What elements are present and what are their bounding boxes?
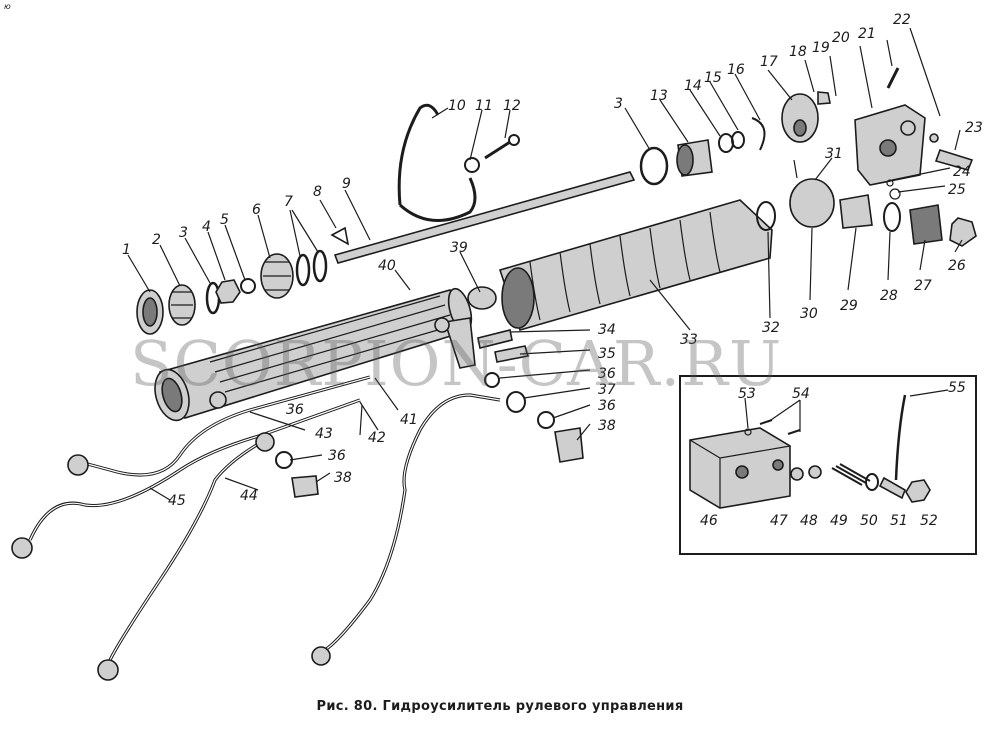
label-9: 9 xyxy=(342,176,351,192)
label-18: 18 xyxy=(789,44,807,60)
label-1: 1 xyxy=(122,242,131,258)
label-29: 29 xyxy=(840,298,858,314)
label-26: 26 xyxy=(948,258,966,274)
piston-rod xyxy=(333,171,636,264)
label-34: 34 xyxy=(598,322,616,338)
label-40: 40 xyxy=(378,258,396,274)
cylinder-body xyxy=(154,287,476,422)
label-38a: 38 xyxy=(598,418,616,434)
label-24: 24 xyxy=(953,164,971,180)
label-21: 21 xyxy=(858,26,876,42)
label-50: 50 xyxy=(860,513,878,529)
label-28: 28 xyxy=(880,288,898,304)
label-30: 30 xyxy=(800,306,818,322)
label-44: 44 xyxy=(240,488,258,504)
figure-caption: Рис. 80. Гидроусилитель рулевого управле… xyxy=(316,699,684,714)
label-19: 19 xyxy=(812,40,830,56)
part-labels: 1 2 3 4 5 6 7 8 9 10 11 12 3 13 14 15 16… xyxy=(122,12,983,529)
label-11: 11 xyxy=(475,98,493,114)
dust-boot xyxy=(467,159,977,331)
label-27: 27 xyxy=(914,278,932,294)
label-53: 53 xyxy=(738,386,756,402)
label-5: 5 xyxy=(220,212,229,228)
valve-block-inset xyxy=(679,375,977,555)
label-16: 16 xyxy=(727,62,745,78)
label-4: 4 xyxy=(202,219,211,235)
label-10: 10 xyxy=(448,98,466,114)
corner-mark: ю xyxy=(4,2,11,11)
label-20: 20 xyxy=(832,30,850,46)
label-35: 35 xyxy=(598,346,616,362)
label-31: 31 xyxy=(825,146,843,162)
pipes xyxy=(11,375,501,681)
valve-parts xyxy=(639,67,974,200)
label-36d: 36 xyxy=(286,402,304,418)
label-33: 33 xyxy=(680,332,698,348)
label-45: 45 xyxy=(168,493,186,509)
label-7: 7 xyxy=(284,194,293,210)
label-36a: 36 xyxy=(598,366,616,382)
leader-lines xyxy=(127,27,963,501)
label-15: 15 xyxy=(704,70,722,86)
label-36c: 36 xyxy=(328,448,346,464)
label-42: 42 xyxy=(368,430,386,446)
label-12: 12 xyxy=(503,98,521,114)
label-36b: 36 xyxy=(598,398,616,414)
label-8: 8 xyxy=(313,184,322,200)
label-49: 49 xyxy=(830,513,848,529)
end-parts xyxy=(136,226,350,335)
label-17: 17 xyxy=(760,54,778,70)
label-23: 23 xyxy=(965,120,983,136)
label-25: 25 xyxy=(948,182,966,198)
fittings xyxy=(275,329,584,498)
label-37: 37 xyxy=(598,382,616,398)
label-14: 14 xyxy=(684,78,702,94)
label-46: 46 xyxy=(700,513,718,529)
label-13: 13 xyxy=(650,88,668,104)
label-54: 54 xyxy=(792,386,810,402)
label-6: 6 xyxy=(252,202,261,218)
label-32: 32 xyxy=(762,320,780,336)
clamp xyxy=(397,103,520,222)
label-38b: 38 xyxy=(334,470,352,486)
label-48: 48 xyxy=(800,513,818,529)
label-39: 39 xyxy=(450,240,468,256)
label-41: 41 xyxy=(400,412,418,428)
label-3b: 3 xyxy=(614,96,623,112)
label-55: 55 xyxy=(948,380,966,396)
label-22: 22 xyxy=(893,12,911,28)
label-43: 43 xyxy=(315,426,333,442)
label-2: 2 xyxy=(152,232,161,248)
label-51: 51 xyxy=(890,513,908,529)
label-52: 52 xyxy=(920,513,938,529)
label-3a: 3 xyxy=(179,225,188,241)
label-47: 47 xyxy=(770,513,788,529)
